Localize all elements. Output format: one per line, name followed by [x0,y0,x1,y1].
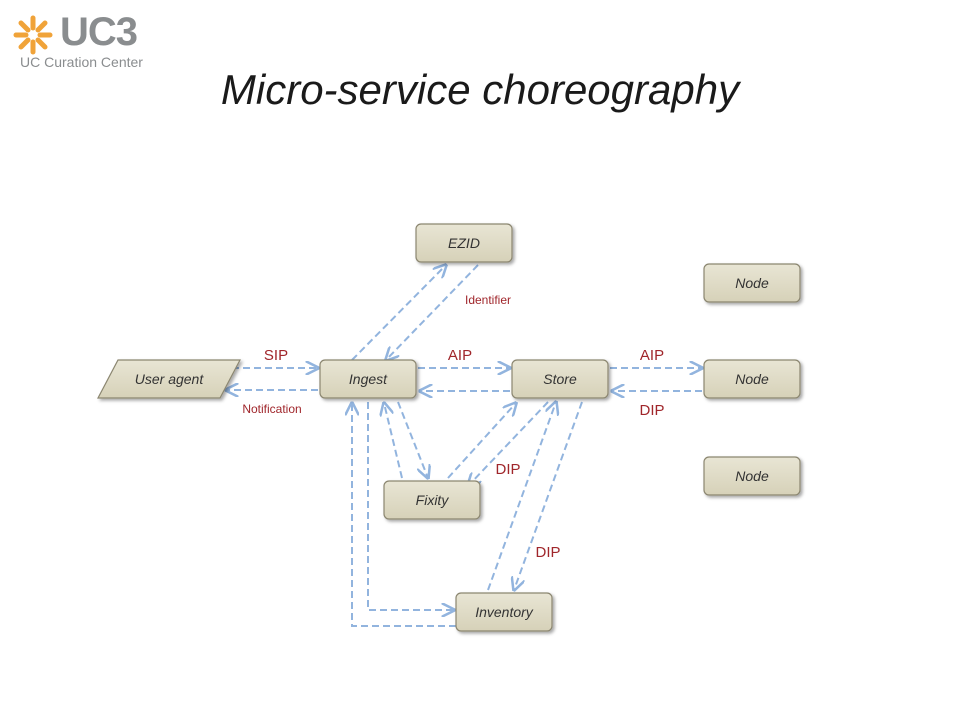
logo-brand-text: UC3 [60,10,138,54]
node-ingest [319,359,417,399]
page-title: Micro-service choreography [220,66,740,113]
label-dip-inventory: DIP [535,544,560,561]
flow-fixity-ingest [384,403,403,479]
flow-dip-store-inventory [514,401,583,590]
flow-ingest-inventory [367,402,454,610]
node-ezid-label: EZID [448,235,480,251]
node-store [511,359,609,399]
node-fixity [383,480,481,520]
label-sip: SIP [264,347,288,364]
label-dip-fixity: DIP [495,461,520,478]
node-inventory [455,592,553,632]
node-top [703,263,801,303]
flow-dip-store-fixity [468,401,549,486]
node-user-agent-label: User agent [135,371,205,387]
node-top-label: Node [735,275,769,291]
node-store-label: Store [543,371,577,387]
node-bottom [703,456,801,496]
label-aip-store-node: AIP [640,347,664,364]
node-ezid [415,223,513,263]
sunburst-logo-icon [13,15,53,55]
uc3-logo: UC3 UC Curation Center [8,6,148,72]
node-inventory-label: Inventory [475,604,534,620]
node-bottom-label: Node [735,468,769,484]
logo-subtitle: UC Curation Center [20,54,143,70]
flow-ingest-ezid [351,265,446,361]
flow-arrows [226,264,702,627]
label-identifier: Identifier [465,293,511,307]
flow-inventory-store [487,402,556,591]
flow-ingest-fixity [397,401,428,478]
node-user-agent [97,359,241,399]
node-ingest-label: Ingest [349,371,388,387]
label-aip-ingest-store: AIP [448,347,472,364]
label-notification: Notification [242,402,301,416]
node-mid-label: Node [735,371,769,387]
flow-inventory-ingest [352,403,456,627]
label-dip-node-store: DIP [639,402,664,419]
node-mid [703,359,801,399]
node-fixity-label: Fixity [416,492,450,508]
flow-identifier [386,264,479,360]
flow-fixity-store [447,403,516,479]
